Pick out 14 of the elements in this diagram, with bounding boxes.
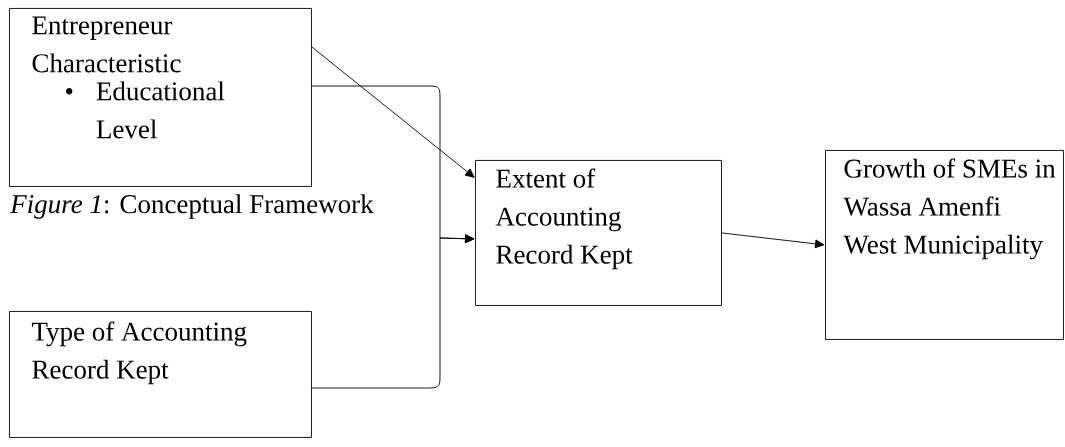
bullet-point: • xyxy=(65,87,73,95)
box-text: Growth of SMEs in Wassa Amenfi West Municipality xyxy=(843,158,1056,260)
bullet-text: Educational Level xyxy=(96,81,225,139)
concept-box xyxy=(475,160,722,306)
arrow xyxy=(311,46,475,178)
box-text: Entrepreneur Characteristic xyxy=(32,16,181,73)
concept-box xyxy=(9,311,312,438)
arrow xyxy=(721,232,825,249)
figure-caption: Figure 1: Conceptual Framework xyxy=(10,194,374,219)
box-text: Type of Accounting Record Kept xyxy=(31,321,247,385)
concept-box xyxy=(825,150,1064,340)
concept-box xyxy=(9,8,312,187)
arrow xyxy=(311,234,475,389)
box-text: Extent of Accounting Record Kept xyxy=(495,168,633,270)
